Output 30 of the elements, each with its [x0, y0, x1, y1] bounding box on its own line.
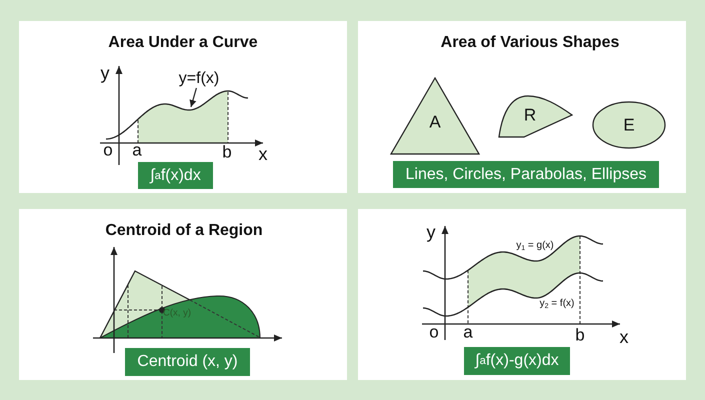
ellipse-shape: [592, 101, 666, 149]
caption-banner: Lines, Circles, Parabolas, Ellipses: [393, 161, 659, 188]
curve-line: [106, 90, 248, 140]
triangle-shape: [390, 77, 480, 155]
axis-label: y: [100, 64, 110, 82]
caption-banner: Centroid (x, y): [125, 348, 250, 376]
panel-card: [19, 209, 347, 380]
panel-card: [358, 209, 686, 380]
panel-card: [358, 21, 686, 193]
axis-label: x: [258, 145, 268, 163]
curve-label: y$_{1}$ = g(x): [516, 241, 554, 251]
axis-label: y: [426, 223, 436, 241]
panel-title: Area of Various Shapes: [440, 35, 620, 51]
curve-label: y=f(x): [178, 71, 220, 87]
limit-label: a: [463, 324, 473, 340]
origin-label: o: [429, 324, 439, 340]
leader-arrow: [190, 88, 197, 108]
limit-label: b: [222, 144, 232, 160]
panel-title: Area Under a Curve: [108, 35, 258, 51]
shape-letter: E: [623, 116, 635, 134]
limit-label: a: [132, 142, 142, 158]
curved-region-shape: [498, 95, 574, 138]
curve-label: y$_{2}$ = f(x): [540, 299, 574, 309]
axis-label: x: [620, 328, 628, 346]
panel-title: Centroid of a Region: [105, 223, 263, 239]
shape-letter: R: [524, 106, 536, 124]
limit-label: b: [575, 326, 585, 344]
shape-letter: A: [429, 114, 441, 130]
panel-card: [19, 21, 347, 193]
origin-label: o: [103, 142, 113, 158]
